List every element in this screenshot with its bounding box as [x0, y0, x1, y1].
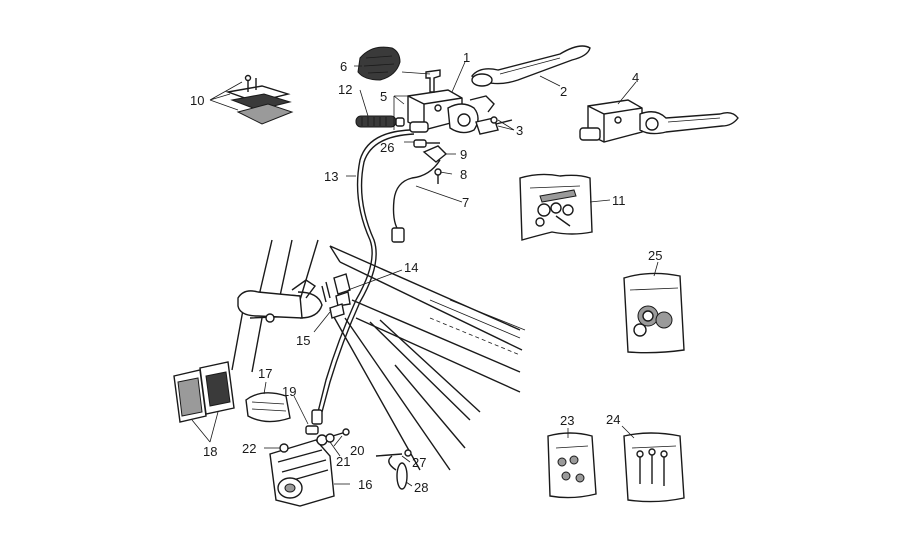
fork-clamp	[237, 279, 317, 323]
callout-23: 23	[560, 413, 574, 428]
part-24-bolt-kit	[623, 432, 685, 503]
frame-tubes	[231, 239, 526, 471]
part-7-switch-cable	[391, 159, 441, 243]
callout-11: 11	[612, 193, 626, 208]
callout-15: 15	[296, 333, 310, 348]
callout-21: 21	[336, 454, 350, 469]
part-22-bolt	[279, 443, 289, 453]
part-4-master-cylinder-assembly	[579, 99, 739, 143]
callout-17: 17	[258, 366, 272, 381]
part-1-master-cylinder	[407, 69, 513, 135]
part-9-switch	[422, 145, 448, 163]
part-15-clip	[321, 281, 345, 319]
callout-18: 18	[203, 444, 217, 459]
part-28-clip	[388, 455, 408, 490]
part-26-bolt	[413, 139, 440, 148]
callout-9: 9	[460, 147, 467, 162]
callout-5: 5	[380, 89, 387, 104]
callout-27: 27	[412, 455, 426, 470]
leader-lines	[191, 61, 659, 487]
callout-19: 19	[282, 384, 296, 399]
part-23-bolt-kit	[547, 432, 597, 499]
callout-10: 10	[190, 93, 204, 108]
part-17-anti-squeal-plate	[245, 392, 291, 423]
callout-26: 26	[380, 140, 394, 155]
part-21-washer	[325, 433, 335, 443]
part-12-grip	[355, 115, 405, 128]
part-19-banjo-bolt	[305, 425, 319, 435]
callout-22: 22	[242, 441, 256, 456]
part-2-lever	[470, 45, 591, 87]
part-10-cover-gasket	[225, 74, 294, 125]
callout-4: 4	[632, 70, 639, 85]
callout-1: 1	[463, 50, 470, 65]
callout-13: 13	[324, 169, 338, 184]
callout-25: 25	[648, 248, 662, 263]
callout-8: 8	[460, 167, 467, 182]
callout-28: 28	[414, 480, 428, 495]
callout-20: 20	[350, 443, 364, 458]
callout-12: 12	[338, 82, 352, 97]
part-27-pin	[375, 449, 412, 457]
callout-24: 24	[606, 412, 620, 427]
callout-labels: 1 2 3 4 5 6 7 8 9 10 11 12 13 14 15 16 1…	[190, 50, 662, 495]
part-13-brake-hose	[311, 129, 415, 425]
callout-7: 7	[462, 195, 469, 210]
callout-2: 2	[560, 84, 567, 99]
part-14-hose-guide	[333, 273, 351, 307]
part-8-screw	[434, 168, 442, 184]
callout-6: 6	[340, 59, 347, 74]
callout-16: 16	[358, 477, 372, 492]
callout-14: 14	[404, 260, 418, 275]
part-18-brake-pads	[173, 361, 235, 423]
part-16-brake-caliper	[269, 434, 335, 507]
part-25-caliper-kit	[623, 272, 685, 354]
part-11-seal-kit	[519, 173, 593, 241]
part-6-rubber-cover	[357, 46, 401, 81]
callout-3: 3	[516, 123, 523, 138]
